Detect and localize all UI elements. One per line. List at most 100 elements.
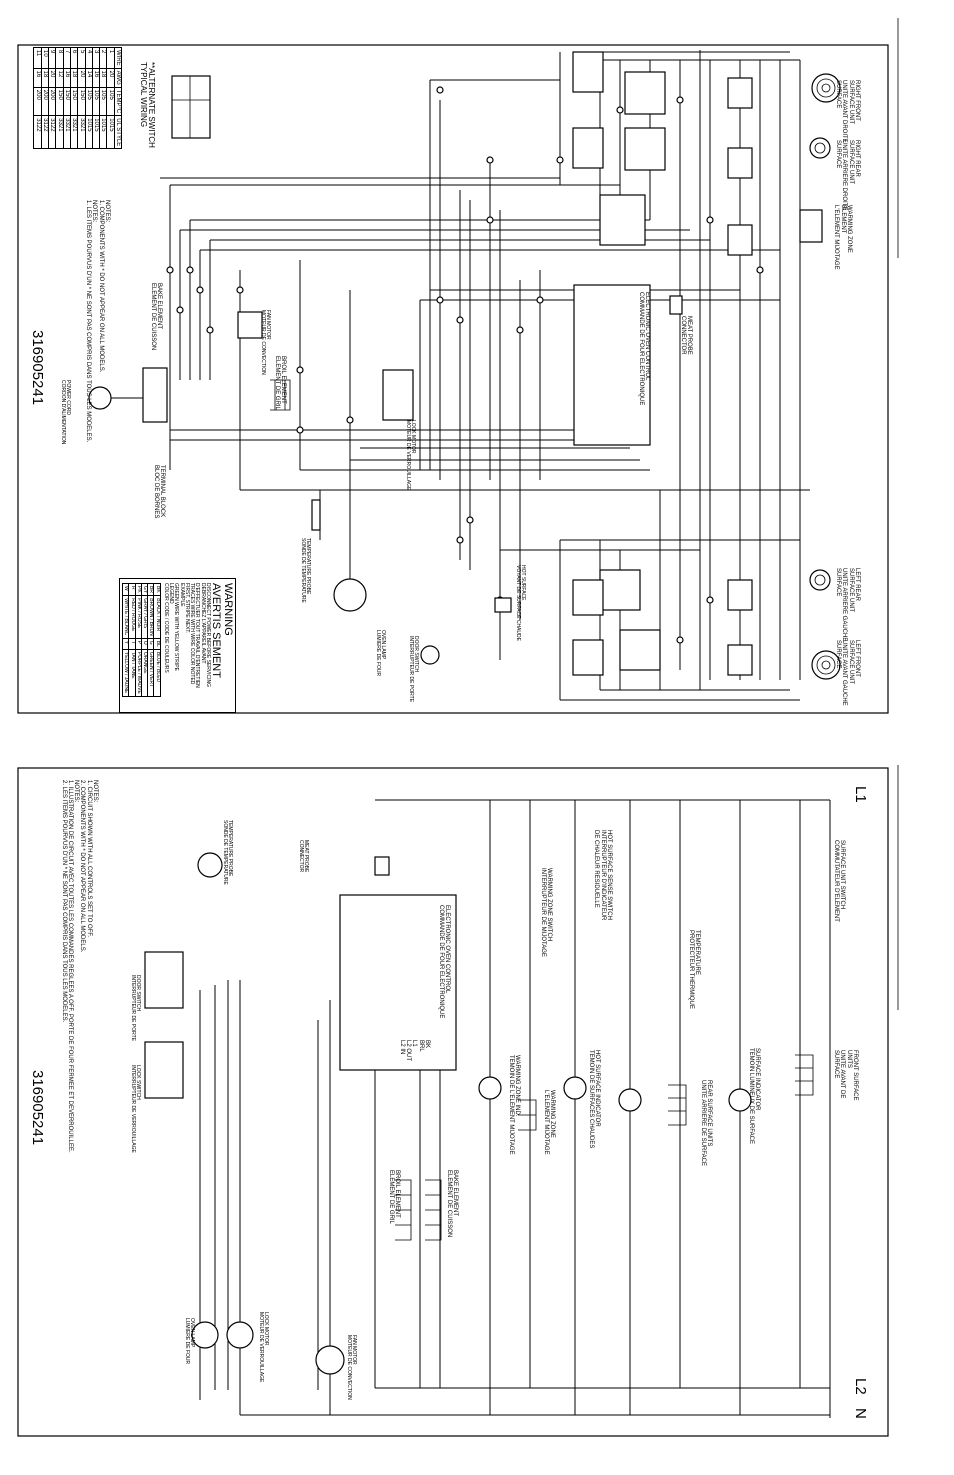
wire-table-cell: 8 [55,47,64,69]
wire-table-cell: 16 [63,68,71,88]
label-surface-switch-front: SURFACE UNIT SWITCH COMMUTATEUR D'ELEMEN… [832,840,845,922]
door-switch [420,645,440,665]
right-rear-surface-unit [727,137,831,179]
color-code-cell: WHITE / BLANC [122,595,129,639]
color-code-cell: PK [135,583,142,596]
wire-table-cell: 3122 [48,115,56,149]
label-right-rear-surface: RIGHT REAR SURFACE UNIT UNITE ARRIERE DR… [835,140,860,211]
schematic-part-number: 316905241 [29,1070,46,1146]
wire-table-cell: 1015 [106,115,115,149]
schematic-warming-zone-indicator [478,1076,502,1100]
control-terminals: BK BRL L1 L2 OUT L2 IN [398,1040,430,1062]
wire-connectors [166,86,764,644]
label-warming-zone-indicator: WARMING ZONE IND. TEMOIN DE L'ELEMENT MI… [507,1055,520,1155]
label-right-front-surface: RIGHT FRONT SURFACE UNIT UNITE AVANT DRO… [835,80,860,143]
label-schematic-door-switch: DOOR SWITCH INTERRUPTEUR DE PORTE [129,975,141,1042]
temperature-probe [311,499,321,531]
wiring-diagram-panel [17,18,899,714]
label-schematic-lock-motor: LOCK MOTOR MOTEUR DE VERROUILLAGE [257,1312,269,1383]
wire-table-cell: 3321 [63,115,71,149]
wire-table-cell: 1015 [85,115,93,149]
rail-l1-label: L1 [852,786,869,803]
label-door-switch: DOOR SWITCH INTERRUPTEUR DE PORTE [407,636,419,703]
right-front-surface-unit [727,73,841,109]
color-code-cell: T [128,638,136,650]
wire-table-cell: 2 [99,47,107,69]
label-temp-probe: TEMPERATURE PROBE SONDE DE TEMPERATURE [299,538,311,603]
schematic-front-surface-units [795,1054,814,1096]
wire-table-cell: 150 [55,87,64,116]
schematic-broil-element [395,1179,412,1241]
label-broil-element: BROIL ELEMENT ELEMENT DE GRIL [273,356,286,410]
label-oven-lamp: OVEN LAMP LUMIERE DE FOUR [374,630,386,677]
schematic-meat-probe [374,856,390,876]
wire-table-cell: 3 [92,47,100,69]
label-rear-surface-units: REAR SURFACE UNITS UNITE ARRIERE DE SURF… [699,1080,712,1167]
color-code-cell: ORANGE [141,649,148,697]
wire-table-cell: 18 [70,68,78,88]
label-left-rear-surface: LEFT REAR SURFACE UNIT UNITE ARRIERE GAU… [835,568,860,642]
wire-table-cell: 105 [106,87,115,116]
color-code-cell: BLACK / NOIR [153,595,161,639]
wire-table-cell: 200 [33,87,42,116]
schematic-surface-indicator-2 [728,1088,752,1112]
wiring-notes: NOTES: 1. COMPONENTS WITH * DO NOT APPEA… [85,200,110,443]
color-code-cell: GREEN / VERT [147,649,154,697]
wire-table-cell: 150 [63,87,71,116]
color-code-cell: P [135,638,142,650]
meat-probe-connector [669,295,683,315]
label-hot-surface-indicator: HOT SURFACE INDICATOR TEMOIN DE SURFACES… [587,1050,600,1149]
schematic-panel [17,765,899,1437]
label-hot-surface-sense: HOT SURFACE SENSE SWITCH INTERRUPTEUR D'… [593,830,612,921]
wire-table-cell: 6 [70,47,78,69]
wire-table-cell: 5 [77,47,86,69]
terminal-block [142,367,168,423]
wire-table-cell: 10 [41,47,49,69]
color-code-cell: W [122,583,129,596]
wire-table-cell: 3321 [55,115,64,149]
label-warming-zone-switch: WARMING ZONE SWITCH INTERRUPTEUR DE MIJO… [539,868,552,957]
wire-table-cell: 14 [85,68,93,88]
alternate-switch-diagram [171,75,211,139]
rail-n-label: N [852,1408,869,1419]
label-bake-element: BAKE ELEMENT ELEMENT DE CUISSON [149,283,162,351]
wire-table-cell: 105 [99,87,107,116]
label-schematic-meat-probe: MEAT PROBE CONNECTOR [297,840,309,873]
label-schematic-fan-motor: FAN MOTOR MOTEUR DE CONVECTION [345,1335,357,1400]
wire-table-cell: 18 [41,68,49,88]
schematic-lock-switch [144,1041,184,1099]
color-code-cell: G [147,638,154,650]
wire-table-cell: 1015 [92,115,100,149]
label-meat-probe: MEAT PROBE CONNECTOR [679,316,692,355]
label-schematic-temp-probe: TEMPERATURE PROBE SONDE DE TEMPERATURE [221,820,233,885]
color-code-cell: BROWN / BRUN [147,595,154,639]
left-rear-surface-unit [727,569,831,611]
broil-element [270,379,291,411]
wire-table-cell: 3321 [70,115,78,149]
wire-table-cell: 105 [92,87,100,116]
schematic-door-switch [144,951,184,1009]
wire-table-cell: 200 [48,87,56,116]
surface-switch-blocks [572,51,666,676]
wire-table-cell: 16 [33,68,42,88]
schematic-lock-motor [226,1321,254,1349]
color-code-cell: Y [122,638,129,650]
schematic-temperature-probe [197,852,223,878]
wire-table-cell: 1015 [99,115,107,149]
color-code-cell: O [141,638,148,650]
schematic-surface-indicator [618,1088,642,1112]
label-schematic-oven-lamp: OVEN LAMP LUMIERE DE FOUR [183,1318,195,1365]
label-warming-zone: WARMING ZONE ELEMENT L'ELEMENT MIJOTAGE [833,205,852,270]
wire-table-cell: 3122 [41,115,49,149]
